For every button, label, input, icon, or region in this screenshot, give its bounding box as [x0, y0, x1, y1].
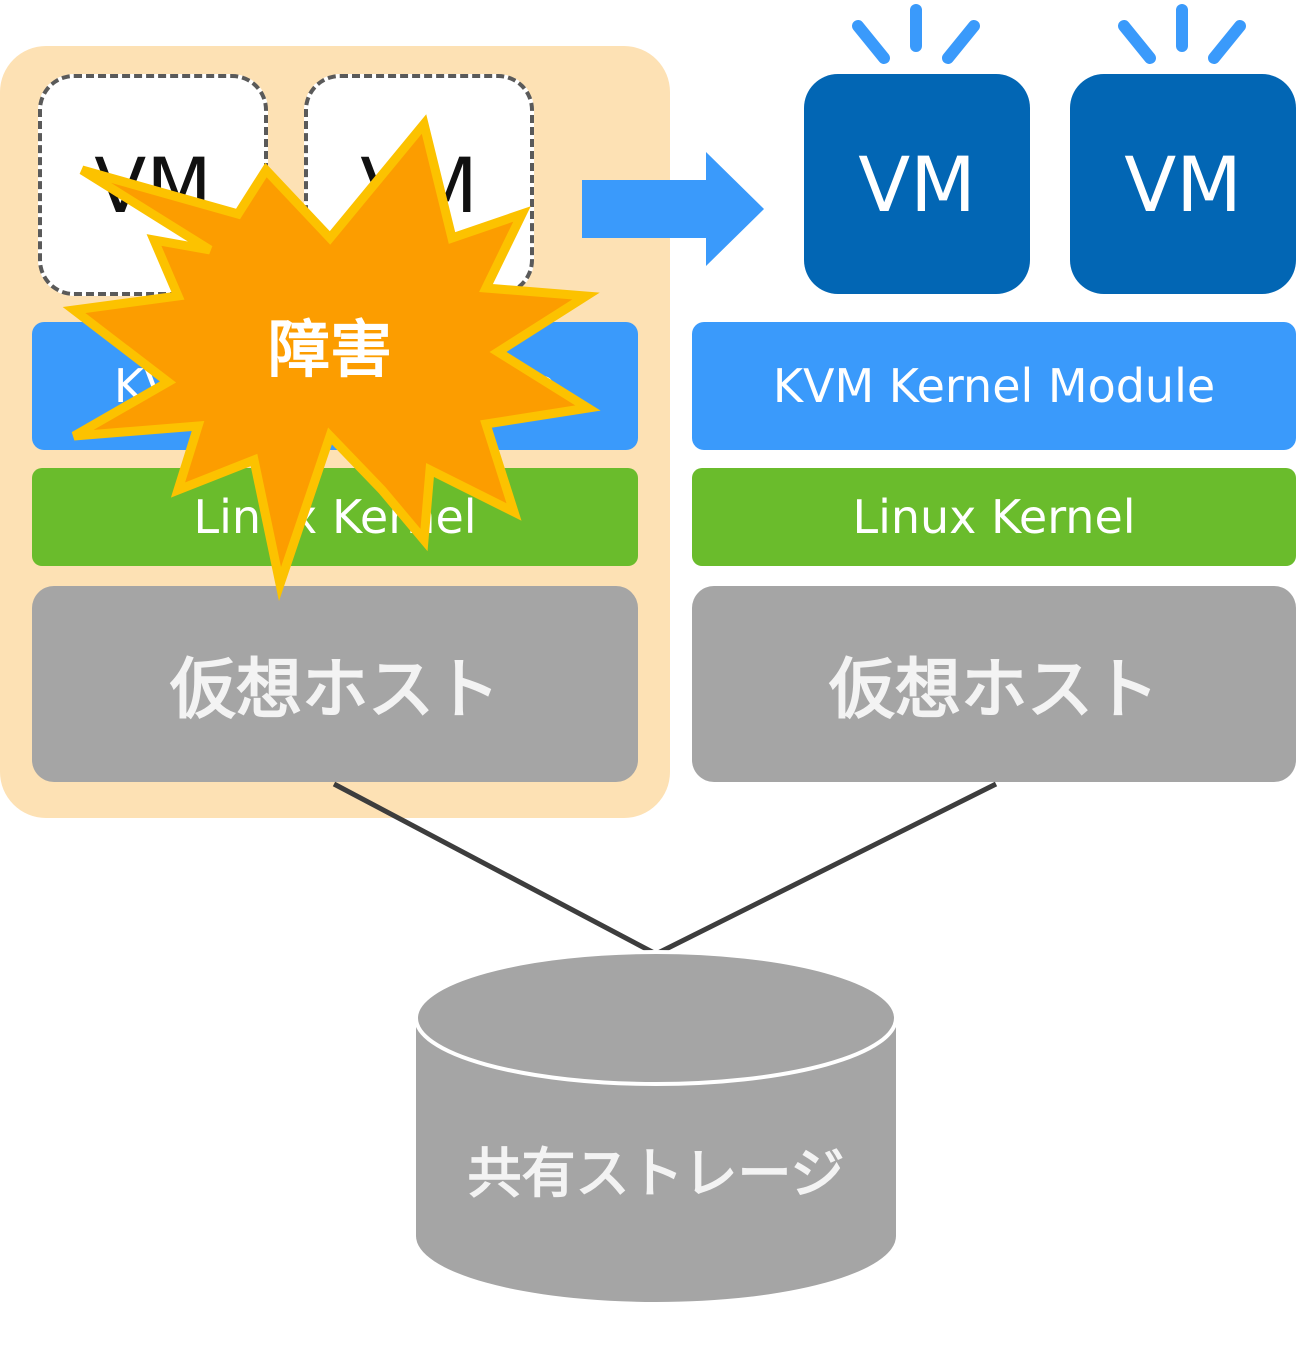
sparkle-rays-icon: [852, 4, 980, 64]
sparkle-rays-icon: [1118, 4, 1246, 64]
failed-host-layer: 仮想ホスト: [32, 586, 638, 782]
standby-vm-2: VM: [1070, 74, 1296, 294]
standby-linux-layer: Linux Kernel: [692, 468, 1296, 566]
database-cylinder-icon: [414, 950, 898, 1302]
storage-label: 共有ストレージ: [467, 1141, 845, 1205]
standby-kvm-layer: KVM Kernel Module: [692, 322, 1296, 450]
arrow-right-icon: [582, 152, 764, 266]
standby-host-layer: 仮想ホスト: [692, 586, 1296, 782]
standby-vm-1: VM: [804, 74, 1030, 294]
failure-label: 障害: [267, 313, 392, 386]
explosion-burst-icon: [62, 114, 601, 602]
storage-connector: [332, 781, 998, 957]
